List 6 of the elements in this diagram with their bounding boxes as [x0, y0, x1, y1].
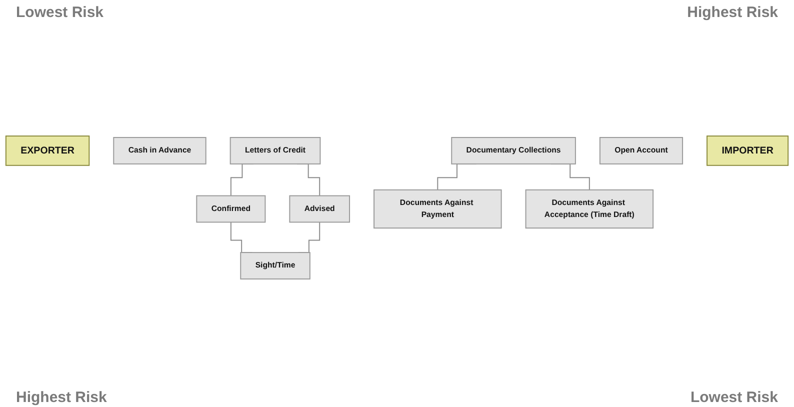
risk-label: Lowest Risk — [16, 4, 104, 23]
risk-label: Lowest Risk — [690, 389, 778, 407]
risk-label: Highest Risk — [687, 4, 778, 23]
node-box: IMPORTER — [706, 136, 789, 166]
risk-label: Highest Risk — [16, 389, 107, 407]
node-box: EXPORTER — [5, 136, 90, 166]
